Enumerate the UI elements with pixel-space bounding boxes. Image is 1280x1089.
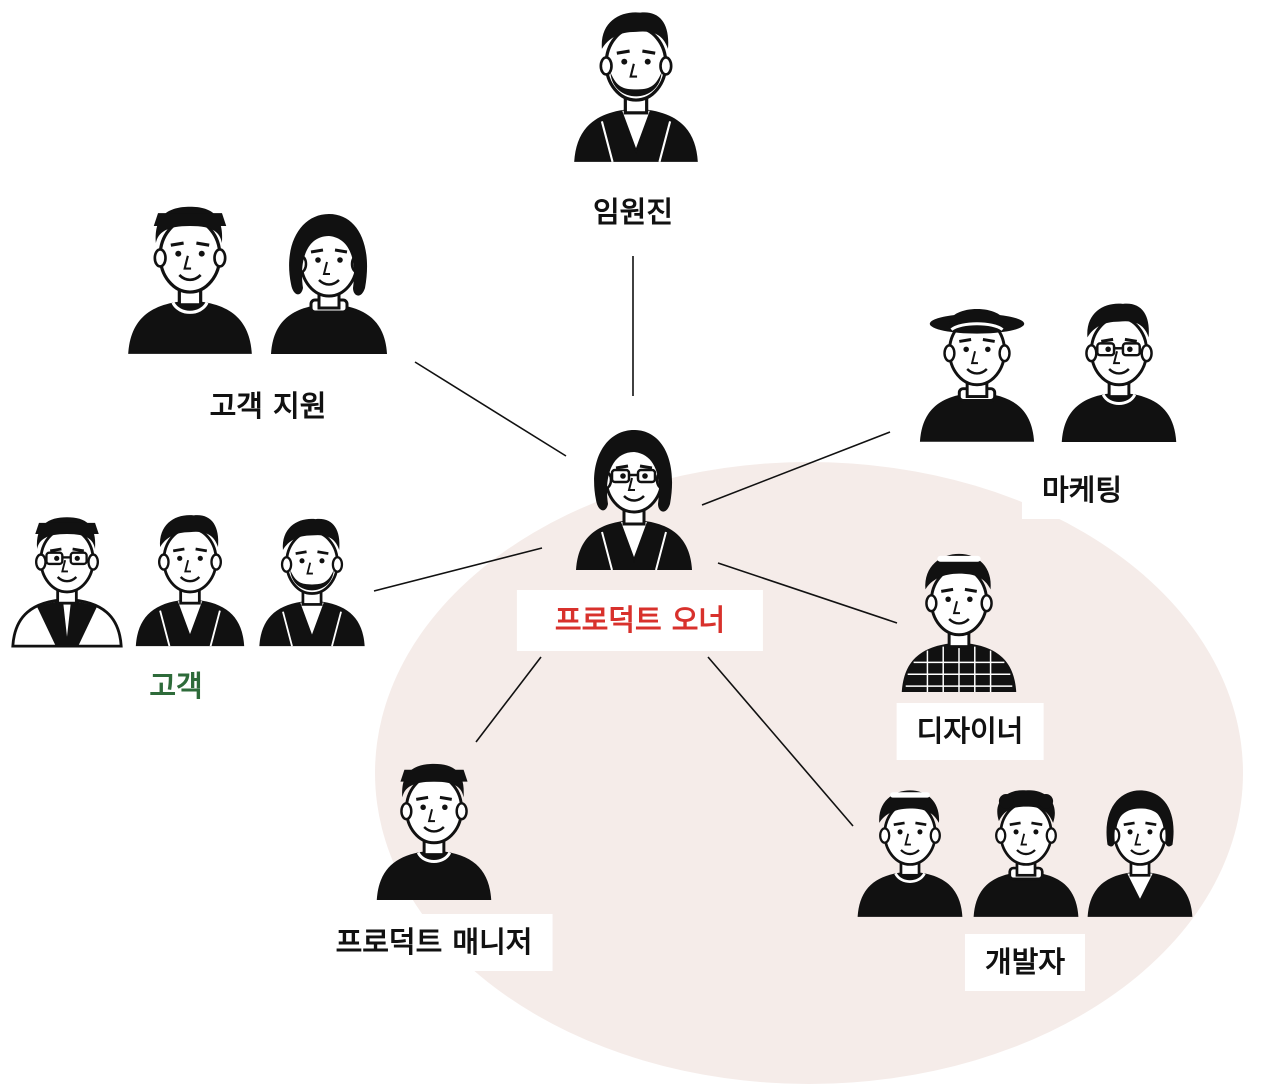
person-illustration-icon: [8, 506, 126, 648]
person-illustration-icon: [1050, 294, 1188, 444]
person-illustration-icon: [264, 204, 394, 356]
label-marketing: 마케팅: [1022, 462, 1142, 519]
person-illustration-icon: [254, 510, 370, 648]
label-product-manager: 프로덕트 매니저: [316, 914, 553, 971]
label-designer: 디자이너: [897, 703, 1044, 760]
person-illustration-icon: [128, 506, 252, 648]
person-illustration-icon: [572, 418, 696, 574]
label-developers: 개발자: [965, 934, 1085, 991]
connector-developers: [708, 657, 853, 826]
person-illustration-icon: [120, 194, 260, 356]
person-illustration-icon: [916, 294, 1038, 444]
person-illustration-icon: [372, 752, 496, 902]
label-customer-support: 고객 지원: [210, 392, 327, 421]
label-product-owner: 프로덕트 오너: [517, 590, 763, 651]
person-illustration-icon: [896, 544, 1022, 694]
connector-customer-support: [415, 362, 566, 456]
person-illustration-icon: [854, 780, 966, 920]
label-executives: 임원진: [593, 198, 673, 227]
person-illustration-icon: [1084, 780, 1196, 920]
connector-product-manager: [476, 657, 541, 742]
person-illustration-icon: [566, 2, 706, 164]
label-customers: 고객: [149, 672, 202, 701]
person-illustration-icon: [970, 780, 1082, 920]
connector-marketing: [702, 432, 890, 505]
connector-customers: [374, 548, 542, 591]
